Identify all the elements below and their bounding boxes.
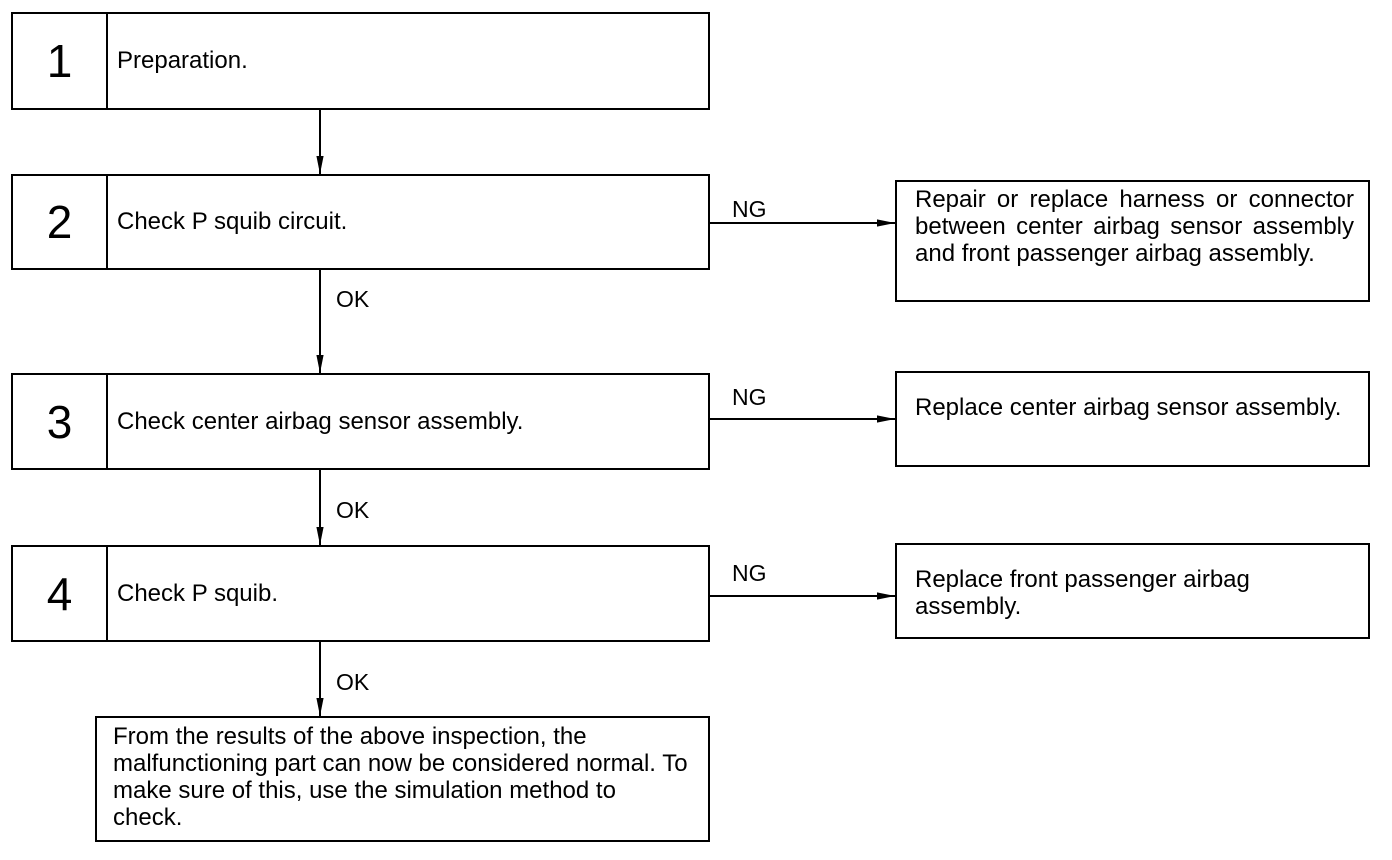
step-2-number: 2	[13, 176, 108, 268]
step-1-text: Preparation.	[117, 47, 248, 74]
ok-label-step-3: OK	[336, 497, 370, 523]
step-4-text: Check P squib.	[117, 579, 278, 607]
final-result: From the results of the above inspection…	[95, 716, 710, 842]
step-3-ng-result: Replace center airbag sensor assembly.	[895, 371, 1370, 467]
step-4-box: 4 Check P squib.	[11, 545, 710, 642]
step-1-box: 1 Preparation.	[11, 12, 710, 110]
step-4-ng-result-text: Replace front passenger airbag assembly.	[915, 566, 1250, 620]
step-3-box: 3 Check center airbag sensor assembly.	[11, 373, 710, 470]
step-3-number: 3	[13, 375, 108, 468]
step-4-number: 4	[13, 547, 108, 640]
ok-label-step-4: OK	[336, 669, 370, 695]
ng-label-step-2: NG	[732, 196, 767, 222]
final-result-text: From the results of the above inspection…	[113, 723, 688, 831]
step-3-ng-result-text: Replace center airbag sensor assembly.	[915, 394, 1342, 421]
step-4-ng-result: Replace front passenger airbag assembly.	[895, 543, 1370, 639]
ng-label-step-3: NG	[732, 384, 767, 410]
step-3-text: Check center airbag sensor assembly.	[117, 407, 524, 435]
step-2-ng-result-text: Repair or replace harness or connector b…	[915, 186, 1354, 267]
step-2-text: Check P squib circuit.	[117, 208, 348, 235]
step-2-ng-result: Repair or replace harness or connector b…	[895, 180, 1370, 302]
ok-label-step-2: OK	[336, 286, 370, 312]
ng-label-step-4: NG	[732, 560, 767, 586]
step-2-box: 2 Check P squib circuit.	[11, 174, 710, 270]
step-1-number: 1	[13, 14, 108, 108]
